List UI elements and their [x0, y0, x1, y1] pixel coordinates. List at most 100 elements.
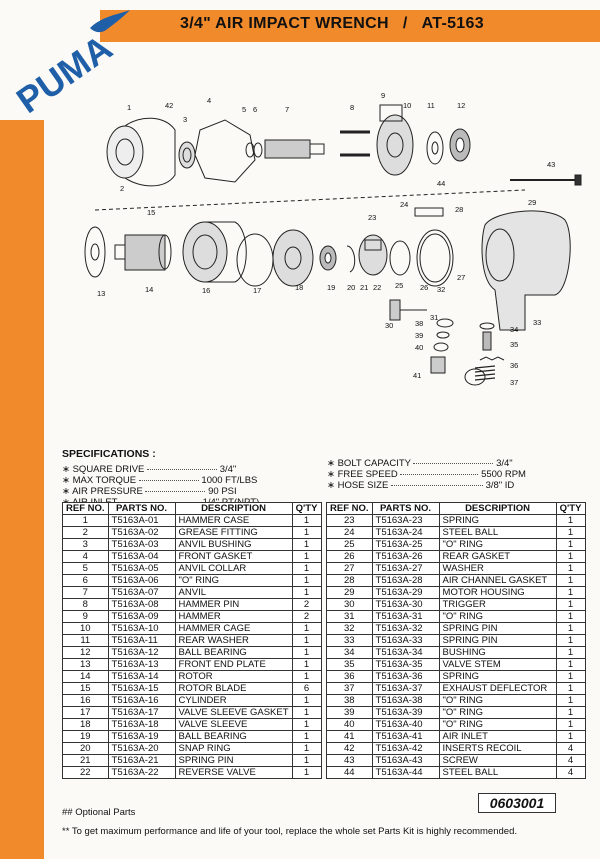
description-cell: HAMMER — [174, 610, 293, 623]
description-cell: SPRING PIN — [438, 634, 557, 647]
qty-cell: 2 — [291, 610, 322, 623]
description-cell: VALVE SLEEVE GASKET — [174, 706, 293, 719]
description-cell: VALVE SLEEVE — [174, 718, 293, 731]
description-cell: SNAP RING — [174, 742, 293, 755]
ref-cell: 1 — [62, 514, 109, 527]
callout-44: 44 — [437, 179, 445, 188]
part-no-cell: T5163A-14 — [107, 670, 176, 683]
callout-39: 39 — [415, 331, 423, 340]
qty-cell: 1 — [555, 550, 586, 563]
part-no-cell: T5163A-43 — [371, 754, 440, 767]
callout-42: 42 — [165, 101, 173, 110]
description-cell: "O" RING — [174, 574, 293, 587]
qty-cell: 1 — [291, 538, 322, 551]
callout-41: 41 — [413, 371, 421, 380]
description-cell: ANVIL BUSHING — [174, 538, 293, 551]
callout-24: 24 — [400, 200, 408, 209]
ref-cell: 43 — [326, 754, 373, 767]
qty-cell: 1 — [291, 718, 322, 731]
description-cell: STEEL BALL — [438, 526, 557, 539]
part-no-cell: T5163A-34 — [371, 646, 440, 659]
qty-cell: 1 — [555, 586, 586, 599]
callout-34: 34 — [510, 325, 518, 334]
part-no-cell: T5163A-05 — [107, 562, 176, 575]
spec-square-drive: ∗ SQUARE DRIVE 3/4" — [62, 464, 237, 475]
part-no-cell: T5163A-12 — [107, 646, 176, 659]
qty-cell: 6 — [291, 682, 322, 695]
valve-sleeve-gasket-drawing — [236, 233, 274, 287]
description-cell: HAMMER CASE — [174, 514, 293, 527]
callout-14: 14 — [145, 285, 153, 294]
description-cell: BUSHING — [438, 646, 557, 659]
description-cell: "O" RING — [438, 694, 557, 707]
callout-26: 26 — [420, 283, 428, 292]
description-cell: AIR CHANNEL GASKET — [438, 574, 557, 587]
callout-15: 15 — [147, 208, 155, 217]
header-parts: PARTS NO. — [107, 502, 176, 515]
callout-28: 28 — [455, 205, 463, 214]
description-cell: FRONT END PLATE — [174, 658, 293, 671]
description-cell: BALL BEARING — [174, 730, 293, 743]
specs-right: ∗ BOLT CAPACITY 3/4" ∗ FREE SPEED 5500 R… — [327, 458, 526, 491]
callout-33: 33 — [533, 318, 541, 327]
part-no-cell: T5163A-16 — [107, 694, 176, 707]
ref-cell: 29 — [326, 586, 373, 599]
qty-cell: 1 — [555, 658, 586, 671]
description-cell: REVERSE VALVE — [174, 766, 293, 779]
qty-cell: 1 — [555, 730, 586, 743]
part-no-cell: T5163A-09 — [107, 610, 176, 623]
cylinder-drawing — [182, 221, 247, 283]
qty-cell: 1 — [555, 694, 586, 707]
spec-free-speed: ∗ FREE SPEED 5500 RPM — [327, 469, 526, 480]
qty-cell: 1 — [291, 514, 322, 527]
callout-23: 23 — [368, 213, 376, 222]
header-qty: Q'TY — [291, 502, 322, 515]
ref-cell: 3 — [62, 538, 109, 551]
qty-cell: 1 — [555, 562, 586, 575]
ref-cell: 12 — [62, 646, 109, 659]
callout-9: 9 — [381, 91, 385, 100]
reverse-valve-drawing — [358, 234, 388, 276]
callout-30: 30 — [385, 321, 393, 330]
part-no-cell: T5163A-01 — [107, 514, 176, 527]
part-no-cell: T5163A-30 — [371, 598, 440, 611]
qty-cell: 1 — [555, 682, 586, 695]
callout-13: 13 — [97, 289, 105, 298]
header-ref: REF NO. — [62, 502, 109, 515]
description-cell: TRIGGER — [438, 598, 557, 611]
description-cell: CYLINDER — [174, 694, 293, 707]
description-cell: SPRING — [438, 670, 557, 683]
part-no-cell: T5163A-03 — [107, 538, 176, 551]
qty-cell: 1 — [291, 742, 322, 755]
part-no-cell: T5163A-29 — [371, 586, 440, 599]
qty-cell: 4 — [555, 742, 586, 755]
page-title: 3/4" AIR IMPACT WRENCH/AT-5163 — [180, 15, 484, 33]
part-no-cell: T5163A-24 — [371, 526, 440, 539]
part-no-cell: T5163A-44 — [371, 766, 440, 779]
motor-housing-drawing — [481, 210, 571, 331]
specifications: SPECIFICATIONS : ∗ SQUARE DRIVE 3/4" ∗ M… — [62, 448, 582, 508]
table-header-row: REF NO. PARTS NO. DESCRIPTION Q'TY — [62, 502, 322, 515]
part-no-cell: T5163A-32 — [371, 622, 440, 635]
description-cell: FRONT GASKET — [174, 550, 293, 563]
part-no-cell: T5163A-21 — [107, 754, 176, 767]
callout-6: 6 — [253, 105, 257, 114]
qty-cell: 1 — [555, 514, 586, 527]
qty-cell: 1 — [555, 634, 586, 647]
description-cell: MOTOR HOUSING — [438, 586, 557, 599]
ball-bearing-top-drawing — [449, 128, 471, 162]
qty-cell: 1 — [291, 646, 322, 659]
